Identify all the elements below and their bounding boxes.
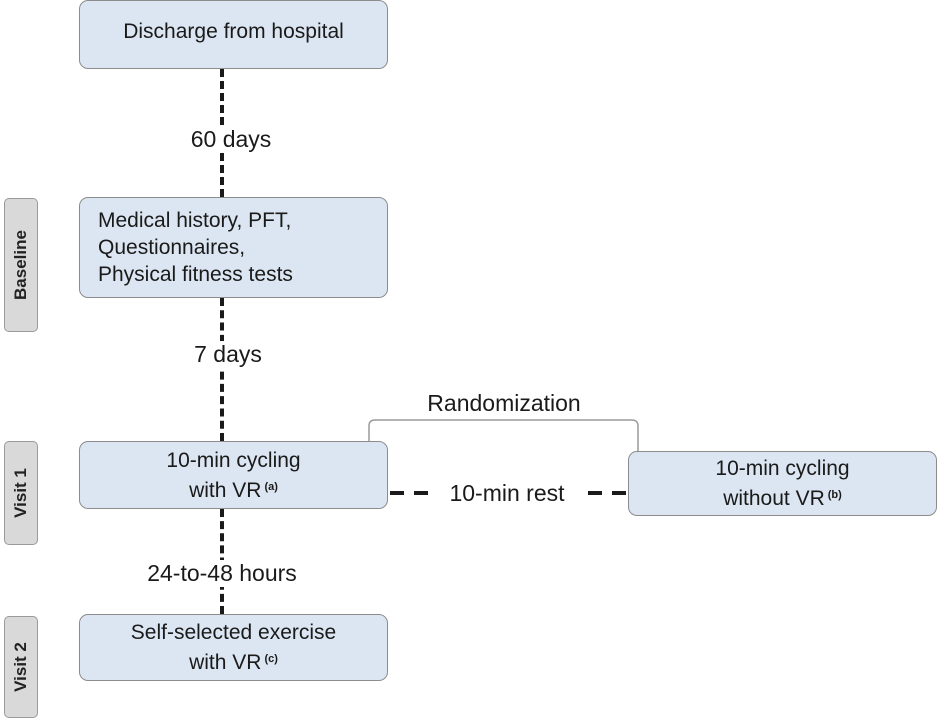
- baseline-box: Medical history, PFT, Questionnaires, Ph…: [79, 197, 388, 298]
- randomization-bracket: [368, 419, 639, 452]
- interval-7-days: 7 days: [190, 341, 266, 368]
- visit1-no-vr-line-1: 10-min cycling: [715, 457, 850, 480]
- visit1-no-vr-box: 10-min cycling without VR(b): [628, 451, 937, 516]
- visit2-line-1: Self-selected exercise: [130, 621, 337, 644]
- baseline-line-2: Questionnaires,: [98, 236, 246, 259]
- footnote-b: (b): [827, 489, 842, 501]
- phase-visit-2: Visit 2: [4, 616, 38, 718]
- phase-baseline: Baseline: [4, 198, 38, 332]
- baseline-line-3: Physical fitness tests: [98, 263, 293, 286]
- visit1-vr-line-1: 10-min cycling: [166, 448, 301, 472]
- visit2-line-2: with VR(c): [189, 651, 278, 674]
- footnote-c: (c): [264, 653, 278, 665]
- phase-visit-1: Visit 1: [4, 441, 38, 545]
- interval-60-days: 60 days: [186, 126, 276, 153]
- footnote-a: (a): [264, 480, 278, 493]
- baseline-line-1: Medical history, PFT,: [98, 209, 292, 232]
- interval-24-48-hours: 24-to-48 hours: [143, 560, 301, 587]
- discharge-box: Discharge from hospital: [79, 0, 388, 69]
- randomization-label: Randomization: [427, 390, 581, 417]
- rest-label: 10-min rest: [449, 480, 565, 506]
- connector-baseline-visit1: [220, 298, 224, 441]
- visit1-vr-line-2: with VR(a): [189, 478, 278, 502]
- visit1-vr-box: 10-min cycling with VR(a): [79, 441, 388, 509]
- visit2-box: Self-selected exercise with VR(c): [79, 614, 388, 681]
- visit1-no-vr-line-2: without VR(b): [723, 487, 842, 510]
- discharge-text: Discharge from hospital: [123, 20, 344, 43]
